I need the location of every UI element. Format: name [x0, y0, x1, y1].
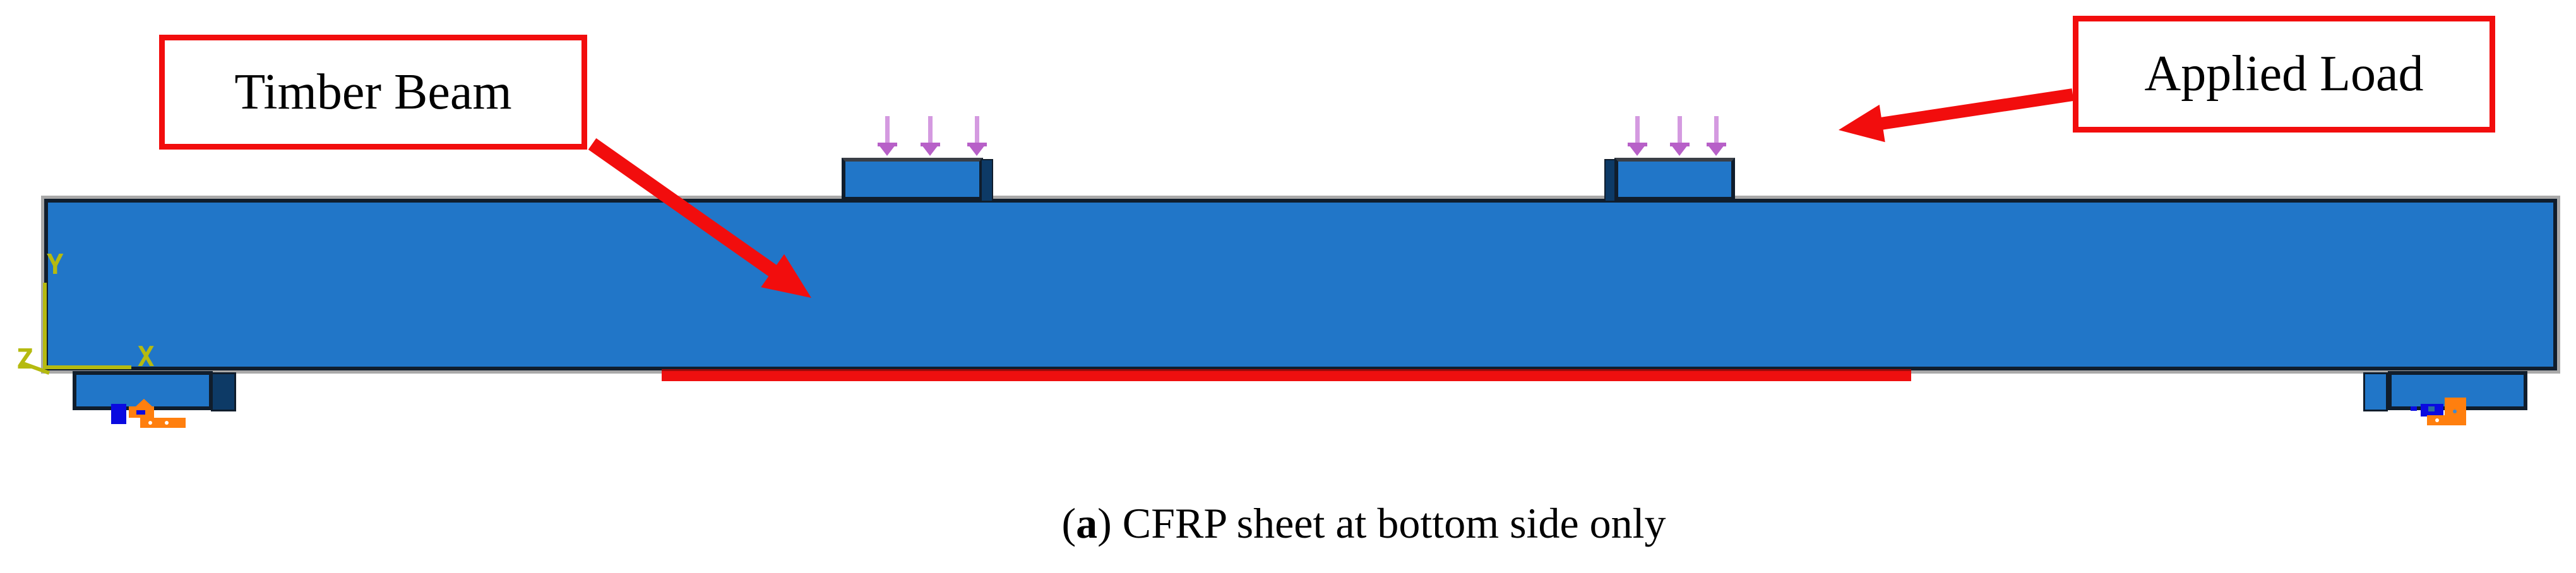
arrow-head — [969, 145, 985, 156]
applied-load-callout-box: Applied Load — [2073, 16, 2495, 133]
y-axis-label: Y — [47, 249, 64, 281]
down-load-arrow-icon — [1668, 116, 1691, 157]
down-load-arrow-icon — [1626, 116, 1649, 157]
timber-beam-body — [44, 199, 2557, 370]
arrow-shaft — [885, 116, 890, 144]
x-axis-line — [45, 365, 131, 369]
down-load-arrow-icon — [919, 116, 941, 157]
caption-paren-close: ) — [1097, 499, 1112, 547]
arrow-fin — [967, 143, 987, 146]
load-plate-right — [1614, 158, 1735, 201]
caption-paren-open: ( — [1061, 499, 1076, 547]
arrow-head — [879, 145, 895, 156]
boundary-condition-marker-right-icon — [2411, 398, 2466, 425]
arrow-fin — [1707, 143, 1726, 146]
z-axis-label: Z — [16, 343, 33, 375]
arrow-shaft — [1714, 116, 1719, 144]
down-load-arrow-icon — [965, 116, 988, 157]
y-axis-line — [43, 283, 47, 369]
x-axis-label: X — [138, 341, 155, 373]
arrow-fin — [1628, 143, 1647, 146]
support-right-side-face — [2363, 372, 2388, 411]
arrow-fin — [878, 143, 897, 146]
caption-marker-letter: a — [1076, 499, 1098, 547]
load-plate-left-side-face — [981, 159, 993, 202]
arrow-shaft — [928, 116, 933, 144]
down-load-arrow-icon — [1705, 116, 1727, 157]
boundary-condition-marker-left-icon — [111, 399, 186, 428]
arrow-fin — [1670, 143, 1690, 146]
caption-text: CFRP sheet at bottom side only — [1111, 499, 1666, 547]
arrow-head — [922, 145, 938, 156]
arrow-shaft — [975, 116, 979, 144]
arrow-shaft — [1678, 116, 1682, 144]
timber-beam-callout-label: Timber Beam — [234, 64, 512, 120]
arrow-fin — [921, 143, 940, 146]
arrow-shaft — [1635, 116, 1640, 144]
figure-caption: (a) CFRP sheet at bottom side only — [1061, 499, 1666, 548]
support-left-side-face — [211, 372, 236, 411]
arrow-head — [1629, 145, 1645, 156]
timber-beam-leader-arrow — [588, 138, 811, 298]
cfrp-sheet — [662, 369, 1911, 381]
down-load-arrow-icon — [876, 116, 898, 157]
applied-load-leader-arrow — [1839, 88, 2074, 143]
applied-load-callout-label: Applied Load — [2144, 46, 2424, 102]
arrow-head — [1671, 145, 1688, 156]
timber-beam-callout-box: Timber Beam — [159, 35, 587, 150]
arrow-head — [1708, 145, 1724, 156]
